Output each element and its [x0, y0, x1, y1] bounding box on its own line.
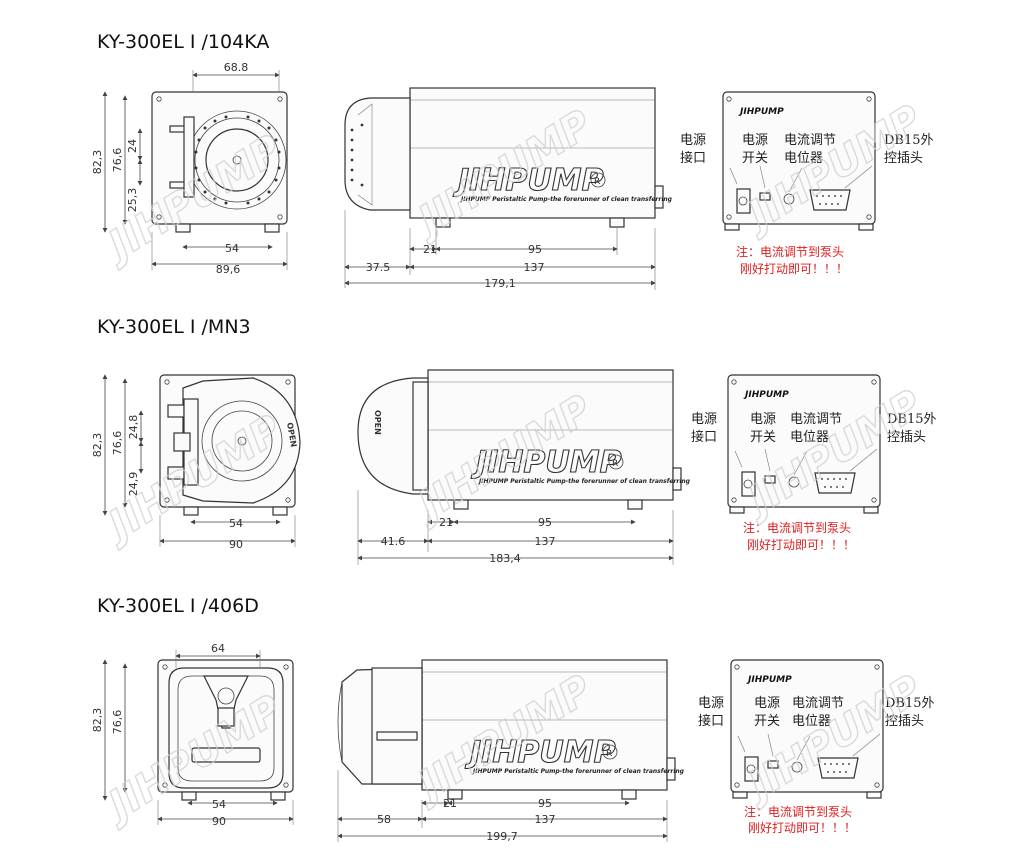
label-potentiometer-2: 电位器: [792, 714, 831, 729]
dim-width: 89,6: [216, 263, 241, 276]
dim-left-inner: 76,6: [111, 431, 124, 456]
dim-foot-span: 95: [538, 797, 552, 810]
dim-lower: 25,3: [126, 188, 139, 213]
side-dimensions: 21 95 58 137 199,7: [337, 770, 668, 843]
model-title: KY-300EL I /104KA: [97, 31, 269, 53]
dim-width: 90: [229, 538, 243, 551]
label-power-switch-1: 电源: [750, 412, 776, 427]
label-power-port-1: 电源: [680, 133, 706, 148]
label-db15-1: DB15外: [887, 412, 937, 427]
row-104ka: KY-300EL I /104KA 68.8 82: [91, 31, 934, 290]
label-power-switch-2: 开关: [754, 714, 780, 729]
dim-body: 137: [535, 813, 556, 826]
dim-feet: 54: [212, 798, 226, 811]
brand-logo: JIHPUMP: [471, 445, 622, 480]
row-406d: KY-300EL I /406D 64 82,3 76,6 54 90: [91, 595, 935, 843]
back-view: JIHPUMP 电源 接口 电源 开关 电流调节 电位器 DB15外 控插头 注…: [698, 659, 935, 835]
label-power-switch-1: 电源: [754, 696, 780, 711]
label-db15-2: 控插头: [885, 714, 924, 729]
note-line-2: 刚好打动即可！！！: [740, 262, 848, 276]
label-power-switch-1: 电源: [742, 133, 768, 148]
label-potentiometer-2: 电位器: [790, 430, 829, 445]
front-view: OPEN: [159, 374, 301, 516]
dim-total: 183,4: [489, 552, 521, 565]
model-title: KY-300EL I /406D: [97, 595, 259, 617]
dim-upper: 24,8: [127, 415, 140, 440]
side-dimensions: 21 95 41.6 137 183,4: [357, 490, 674, 565]
dim-width: 90: [212, 815, 226, 828]
back-logo: JIHPUMP: [746, 675, 792, 685]
label-power-port-1: 电源: [698, 696, 724, 711]
back-logo: JIHPUMP: [738, 107, 784, 117]
note-line-2: 刚好打动即可！！！: [747, 538, 855, 552]
label-db15-1: DB15外: [884, 133, 934, 148]
label-power-port-2: 接口: [680, 150, 706, 166]
label-db15-2: 控插头: [887, 430, 926, 445]
brand-tagline: JIHPUMP Peristaltic Pump-the forerunner …: [472, 768, 685, 775]
side-view: JIHPUMP R JIHPUMP Peristaltic Pump-the f…: [344, 87, 673, 228]
dim-top: 64: [211, 642, 225, 655]
brand-logo: JIHPUMP: [465, 735, 616, 770]
dim-foot-offset: 21: [423, 243, 437, 256]
label-power-switch-2: 开关: [750, 430, 776, 445]
dim-left-inner: 76,6: [111, 148, 124, 173]
dim-head: 41.6: [381, 535, 406, 548]
side-dimensions: 21 95 37.5 137 179,1: [344, 210, 656, 290]
dim-lower: 24,9: [127, 472, 140, 497]
dim-head: 37.5: [366, 261, 391, 274]
front-dimensions: 82,3 76,6 24,8 24,9 54 90: [91, 374, 296, 551]
dim-top: 68.8: [224, 61, 249, 74]
dim-left-outer: 82,3: [91, 708, 104, 733]
label-db15-2: 控插头: [884, 151, 923, 166]
note-line-1: 注：电流调节到泵头: [736, 244, 844, 259]
brand-logo: JIHPUMP: [453, 163, 604, 198]
dim-feet: 54: [225, 242, 239, 255]
side-view: OPEN JIHPUMP R JIHPUMP Peristaltic Pump-…: [357, 369, 691, 510]
label-power-switch-2: 开关: [742, 151, 768, 166]
dim-left-outer: 82,3: [91, 433, 104, 458]
back-logo: JIHPUMP: [743, 390, 789, 400]
svg-text:R: R: [594, 177, 600, 187]
dim-left-outer: 82,3: [91, 150, 104, 175]
row-mn3: KY-300EL I /MN3 OPEN 82,3 76,6 24,8 24,9…: [91, 316, 937, 565]
dim-body: 137: [535, 535, 556, 548]
model-title: KY-300EL I /MN3: [97, 316, 251, 338]
brand-tagline: JIHPUMP Peristaltic Pump-the forerunner …: [460, 196, 673, 203]
brand-tagline: JIHPUMP Peristaltic Pump-the forerunner …: [478, 478, 691, 485]
front-view: [151, 91, 288, 233]
note-line-1: 注：电流调节到泵头: [744, 804, 852, 819]
front-view: [157, 659, 294, 801]
dim-feet: 54: [229, 517, 243, 530]
dim-body: 137: [524, 261, 545, 274]
dim-total: 179,1: [484, 277, 516, 290]
dim-left-inner: 76,6: [111, 710, 124, 735]
dim-total: 199,7: [486, 830, 518, 843]
note-line-1: 注：电流调节到泵头: [743, 520, 851, 535]
side-view: JIHPUMP R JIHPUMP Peristaltic Pump-the f…: [337, 659, 685, 800]
label-potentiometer-1: 电流调节: [790, 412, 842, 427]
label-potentiometer-2: 电位器: [784, 151, 823, 166]
svg-text:R: R: [606, 749, 612, 759]
label-potentiometer-1: 电流调节: [792, 696, 844, 711]
label-power-port-2: 接口: [691, 429, 717, 445]
note-line-2: 刚好打动即可！！！: [748, 821, 856, 835]
dim-head: 58: [377, 813, 391, 826]
label-potentiometer-1: 电流调节: [784, 133, 836, 148]
front-dimensions: 64 82,3 76,6 54 90: [91, 642, 294, 828]
back-view: JIHPUMP 电源 接口 电源 开关 电流调节 电位器 DB15外 控插头 注…: [691, 374, 937, 552]
svg-text:R: R: [612, 459, 618, 469]
label-power-port-2: 接口: [698, 713, 724, 729]
front-dimensions: 68.8 82,3 76,6 24 25,3 54 89,6: [91, 61, 288, 276]
dim-foot-span: 95: [538, 516, 552, 529]
dim-foot-span: 95: [528, 243, 542, 256]
open-label: OPEN: [285, 422, 298, 448]
dim-foot-offset: 21: [439, 516, 453, 529]
label-db15-1: DB15外: [885, 696, 935, 711]
label-power-port-1: 电源: [691, 412, 717, 427]
open-label: OPEN: [373, 410, 382, 435]
back-view: JIHPUMP 电源 接口 电源 开关 电流调节 电位器 DB15外 控插头 注…: [680, 91, 934, 276]
dim-upper: 24: [126, 139, 139, 153]
